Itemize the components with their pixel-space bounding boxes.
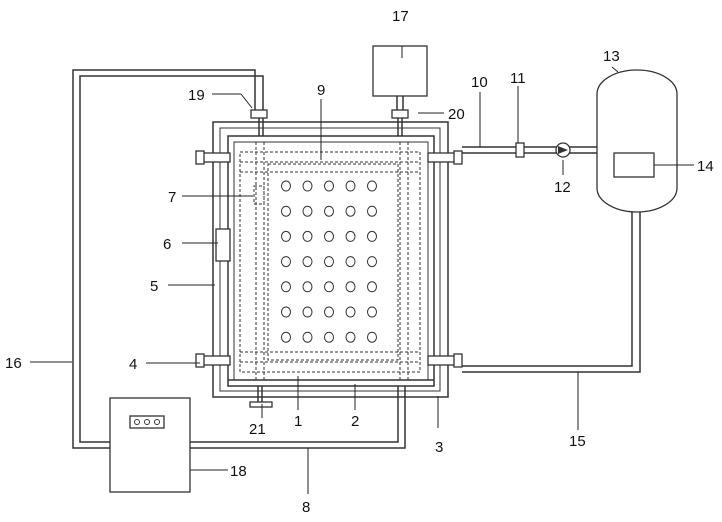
tank-13 <box>597 70 677 212</box>
pipe-15 <box>462 212 640 372</box>
hole <box>303 282 312 292</box>
controller-18 <box>110 398 190 492</box>
hole <box>325 257 334 267</box>
hole <box>282 307 291 317</box>
hole <box>368 257 377 267</box>
hole <box>368 181 377 191</box>
perforation-grid <box>282 181 377 342</box>
clamp-bottom-left-nut <box>196 354 204 367</box>
chamber <box>213 122 448 397</box>
hole <box>368 206 377 216</box>
hole <box>368 307 377 317</box>
clamp-top-left-nut <box>196 151 204 164</box>
label-8: 8 <box>302 499 310 516</box>
hole <box>346 332 355 342</box>
outer-frame <box>213 122 448 397</box>
corner-clamps <box>196 151 462 367</box>
label-16: 16 <box>5 355 22 372</box>
middle-frame-inner-edge <box>234 142 428 380</box>
hole <box>303 307 312 317</box>
clamp-bottom-right-nut <box>454 354 462 367</box>
label-14: 14 <box>697 158 714 175</box>
hole <box>303 257 312 267</box>
label-7: 7 <box>168 189 176 206</box>
valve-11 <box>516 143 524 157</box>
side-window <box>216 229 230 261</box>
pipe-10 <box>462 147 598 153</box>
hole <box>346 181 355 191</box>
label-12: 12 <box>554 179 571 196</box>
hole <box>346 282 355 292</box>
valve-20 <box>392 110 408 118</box>
label-21: 21 <box>249 421 266 438</box>
hole <box>303 206 312 216</box>
hole <box>346 257 355 267</box>
inner-dashed-frame <box>240 152 420 372</box>
label-18: 18 <box>230 463 247 480</box>
hole <box>368 332 377 342</box>
label-15: 15 <box>569 433 586 450</box>
hole <box>325 307 334 317</box>
hole <box>282 332 291 342</box>
hole <box>303 332 312 342</box>
tank-17 <box>373 46 427 96</box>
hole <box>368 282 377 292</box>
label-4: 4 <box>129 356 137 373</box>
hole <box>325 231 334 241</box>
hole <box>325 282 334 292</box>
label-17: 17 <box>392 8 409 25</box>
middle-frame <box>228 136 434 386</box>
hole <box>346 231 355 241</box>
label-11: 11 <box>510 70 526 87</box>
valve-21 <box>250 402 272 407</box>
label-6: 6 <box>163 236 171 253</box>
hole <box>282 206 291 216</box>
label-10: 10 <box>471 74 488 91</box>
hole <box>303 231 312 241</box>
hole <box>282 231 291 241</box>
clamp-top-right-nut <box>454 151 462 164</box>
hole <box>282 181 291 191</box>
hole <box>368 231 377 241</box>
label-13: 13 <box>603 48 620 65</box>
label-20: 20 <box>448 106 465 123</box>
hole <box>346 206 355 216</box>
label-19: 19 <box>188 87 205 104</box>
meter-14 <box>614 153 654 177</box>
valve-19 <box>251 110 267 118</box>
hole <box>303 181 312 191</box>
hole <box>325 206 334 216</box>
valves <box>250 110 408 407</box>
label-3: 3 <box>435 439 443 456</box>
hole <box>325 332 334 342</box>
label-9: 9 <box>317 82 325 99</box>
label-5: 5 <box>150 278 158 295</box>
hole <box>282 257 291 267</box>
hole <box>325 181 334 191</box>
controller-panel <box>130 416 164 428</box>
label-2: 2 <box>351 413 359 430</box>
hole <box>282 282 291 292</box>
label-1: 1 <box>294 413 302 430</box>
hole <box>346 307 355 317</box>
